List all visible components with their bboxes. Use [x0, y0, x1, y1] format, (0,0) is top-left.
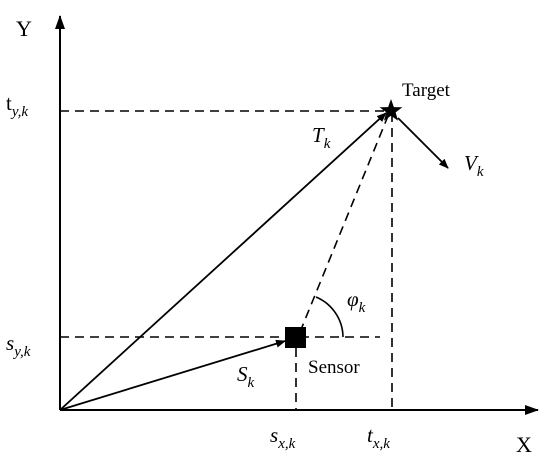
- bearing-angle-label: φk: [347, 287, 366, 316]
- x-axis-label: X: [516, 432, 532, 457]
- target-vector-subscript: k: [324, 136, 331, 152]
- sensor-y-coordinate-label: sy,k: [6, 331, 31, 360]
- sensor-vector-label: Sk: [237, 362, 255, 391]
- target-label: Target: [402, 80, 451, 101]
- sensor-vector-subscript: k: [248, 375, 255, 391]
- target-x-symbol: t: [367, 423, 374, 447]
- sensor-marker: [285, 327, 306, 348]
- target-x-coordinate-label: tx,k: [367, 423, 390, 452]
- target-y-subscript: y,k: [10, 104, 29, 120]
- bearing-angle-arc: [315, 296, 344, 338]
- sensor-target-line-of-sight: [299, 115, 389, 333]
- target-position-vector: [59, 112, 387, 411]
- sensor-label: Sensor: [308, 357, 360, 378]
- sensor-vector-symbol: S: [237, 362, 248, 386]
- target-vector-label: Tk: [312, 123, 331, 152]
- bearing-angle-symbol: φ: [347, 287, 359, 311]
- sensor-x-symbol: s: [270, 423, 278, 447]
- sensor-x-subscript: x,k: [277, 436, 295, 452]
- target-x-subscript: x,k: [372, 436, 390, 452]
- sensor-x-coordinate-label: sx,k: [270, 423, 296, 452]
- velocity-vector-subscript: k: [477, 164, 484, 180]
- target-velocity-vector: [397, 117, 449, 169]
- target-star-icon: [379, 99, 403, 121]
- sensor-y-subscript: y,k: [12, 344, 31, 360]
- velocity-vector-symbol: V: [464, 151, 479, 175]
- y-axis-label: Y: [16, 16, 32, 41]
- target-y-coordinate-label: ty,k: [6, 91, 28, 120]
- target-vector-symbol: T: [312, 123, 325, 147]
- sensor-position-vector: [59, 339, 286, 411]
- target-y-symbol: t: [6, 91, 12, 115]
- sensor-y-symbol: s: [6, 331, 14, 355]
- velocity-vector-label: Vk: [464, 151, 484, 180]
- bearing-angle-subscript: k: [359, 300, 366, 316]
